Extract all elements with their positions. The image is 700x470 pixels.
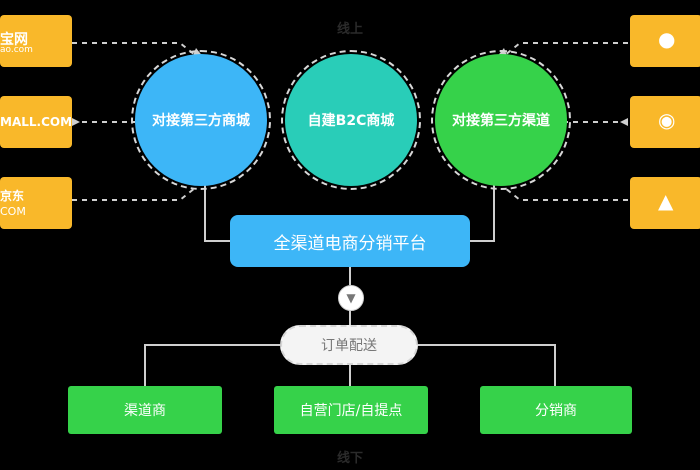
jd-logo-text: 京东 <box>0 189 25 203</box>
order-delivery-pill: 订单配送 <box>280 325 418 365</box>
taobao-logo-domain: ao.com <box>0 45 33 55</box>
tmall-logo-box: MALL.COM <box>0 96 72 148</box>
label-online: 线上 <box>336 22 363 37</box>
taobao-logo-text: 宝网 <box>0 32 28 48</box>
self-store-box: 自营门店/自提点 <box>274 386 428 434</box>
distributor-box: 分销商 <box>480 386 632 434</box>
qq-logo-box: ▲ <box>630 177 700 229</box>
b2c-mall-circle: 自建B2C商城 <box>285 54 417 186</box>
right-circle-ring <box>431 50 571 190</box>
chevron-down-icon: ▼ <box>338 285 364 311</box>
weibo-logo-box: ◉ <box>630 96 700 148</box>
label-offline: 线下 <box>336 451 363 466</box>
jd-logo-box: 京东 COM <box>0 177 72 229</box>
channel-dealer-box: 渠道商 <box>68 386 222 434</box>
omnichannel-platform-box: 全渠道电商分销平台 <box>230 215 470 267</box>
wechat-icon: ● <box>658 27 676 51</box>
qq-icon: ▲ <box>658 189 674 213</box>
third-party-channel-circle: 对接第三方渠道 <box>435 54 567 186</box>
weibo-icon: ◉ <box>658 108 676 132</box>
left-circle-ring <box>131 50 271 190</box>
center-circle-ring <box>281 50 421 190</box>
tmall-logo-text: MALL.COM <box>0 115 73 129</box>
taobao-logo-box: 宝网 ao.com <box>0 15 72 67</box>
third-party-mall-circle: 对接第三方商城 <box>135 54 267 186</box>
jd-logo-domain: COM <box>0 205 26 218</box>
wechat-logo-box: ● <box>630 15 700 67</box>
